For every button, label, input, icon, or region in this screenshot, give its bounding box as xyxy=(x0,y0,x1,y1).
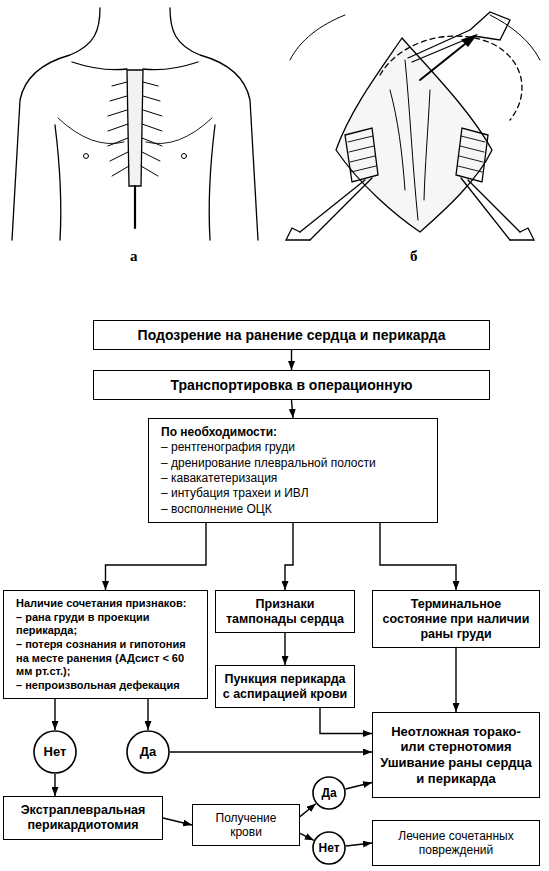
node-heading: Наличие сочетания признаков: xyxy=(16,597,200,610)
node-text: Пункция перикарда с аспирацией крови xyxy=(222,672,348,702)
flow-arrow xyxy=(455,648,456,712)
flow-arrow xyxy=(284,633,285,665)
node-text: Да xyxy=(321,786,336,800)
process-box: Экстраплевральная перикардиотомия xyxy=(3,796,163,840)
decision-circle: Да xyxy=(312,776,346,810)
circle-outline xyxy=(313,832,345,864)
nipple xyxy=(84,154,89,159)
rib-ends xyxy=(108,82,162,176)
node-text: Признаки тампонады сердца xyxy=(222,597,348,627)
heart-contour xyxy=(380,36,522,120)
flow-arrow xyxy=(346,843,372,846)
process-box: Транспортировка в операционную xyxy=(93,370,490,400)
decision-circle: Нет xyxy=(33,730,77,774)
panel-letter: а xyxy=(130,248,138,265)
flow-arrow xyxy=(106,523,207,590)
retractor-handle xyxy=(286,228,534,240)
flow-arrow xyxy=(300,804,316,817)
circle-outline xyxy=(313,777,345,809)
flow-arrow xyxy=(300,833,314,840)
process-box: Пункция перикарда с аспирацией крови xyxy=(215,665,355,708)
node-text: Лечение сочетанных повреждений xyxy=(379,829,533,858)
flow-arrow xyxy=(147,699,148,730)
node-text: – потеря сознания и гипотония на месте р… xyxy=(16,638,200,678)
process-box: Получение крови xyxy=(192,804,300,846)
retractor-rib xyxy=(348,136,485,172)
node-text: Терминальное состояние при наличии раны … xyxy=(379,597,533,642)
retractor-blade xyxy=(345,128,488,182)
node-text: – рентгенография груди xyxy=(161,440,430,454)
direction-arrowhead xyxy=(462,35,476,46)
node-text: Ушивание раны сердца и перикарда xyxy=(379,755,533,786)
node-text: Да xyxy=(140,744,157,760)
flow-arrow xyxy=(291,350,292,370)
flow-arrow xyxy=(320,708,372,734)
node-text: – восполнение ОЦК xyxy=(161,502,430,516)
wound-edge xyxy=(336,38,492,232)
action-list-box: По необходимости:– рентгенография груди –… xyxy=(148,418,438,523)
outcome-box: Лечение сочетанных повреждений xyxy=(372,820,540,866)
flow-arrow xyxy=(380,523,456,590)
retractor-arm xyxy=(300,178,520,240)
node-text: – рана груди в проекции перикарда; xyxy=(16,611,200,637)
node-text: – дренирование плевральной полости xyxy=(161,456,430,470)
start-box: Подозрение на ранение сердца и перикарда xyxy=(93,320,490,350)
node-text: – непроизвольная дефекация xyxy=(16,679,200,692)
clavicle xyxy=(72,62,198,70)
flow-arrow xyxy=(54,699,55,730)
node-text: – кавакатетеризация xyxy=(161,471,430,485)
node-text: – интубация трахеи и ИВЛ xyxy=(161,486,430,500)
panel-letter: б xyxy=(410,248,418,265)
torso-outline xyxy=(12,8,100,240)
decision-circle: Нет xyxy=(312,831,346,865)
torso-outline xyxy=(170,8,258,240)
sternotomy-opening xyxy=(127,70,143,186)
node-heading: По необходимости: xyxy=(161,425,430,439)
node-text: Экстраплевральная перикардиотомия xyxy=(10,803,156,833)
flow-arrow xyxy=(163,818,192,825)
node-text: Нет xyxy=(318,841,339,855)
decision-circle: Да xyxy=(126,730,170,774)
flow-arrow xyxy=(346,783,372,789)
flow-arrow xyxy=(285,523,293,590)
flow-arrow xyxy=(292,400,294,418)
flow-arrow xyxy=(54,774,55,796)
node-text: Нет xyxy=(44,744,67,760)
flow-arrow xyxy=(170,751,372,752)
condition-box: Признаки тампонады сердца xyxy=(215,590,355,633)
node-text: Транспортировка в операционную xyxy=(100,377,483,394)
node-text: Получение крови xyxy=(199,811,293,840)
incision-line xyxy=(134,186,136,228)
direction-arrow xyxy=(420,40,470,80)
condition-box: Терминальное состояние при наличии раны … xyxy=(372,590,540,648)
instrument xyxy=(408,12,510,62)
circle-outline xyxy=(127,731,169,773)
chest-contour xyxy=(290,15,540,60)
operation-box: Неотложная торако- или стернотомияУшиван… xyxy=(372,712,540,798)
node-text: Подозрение на ранение сердца и перикарда xyxy=(100,327,483,344)
criteria-box: Наличие сочетания признаков:– рана груди… xyxy=(3,590,208,699)
node-heading: Неотложная торако- или стернотомия xyxy=(379,724,533,755)
nipple xyxy=(182,154,187,159)
circle-outline xyxy=(34,731,76,773)
pericardium-line xyxy=(390,60,430,220)
